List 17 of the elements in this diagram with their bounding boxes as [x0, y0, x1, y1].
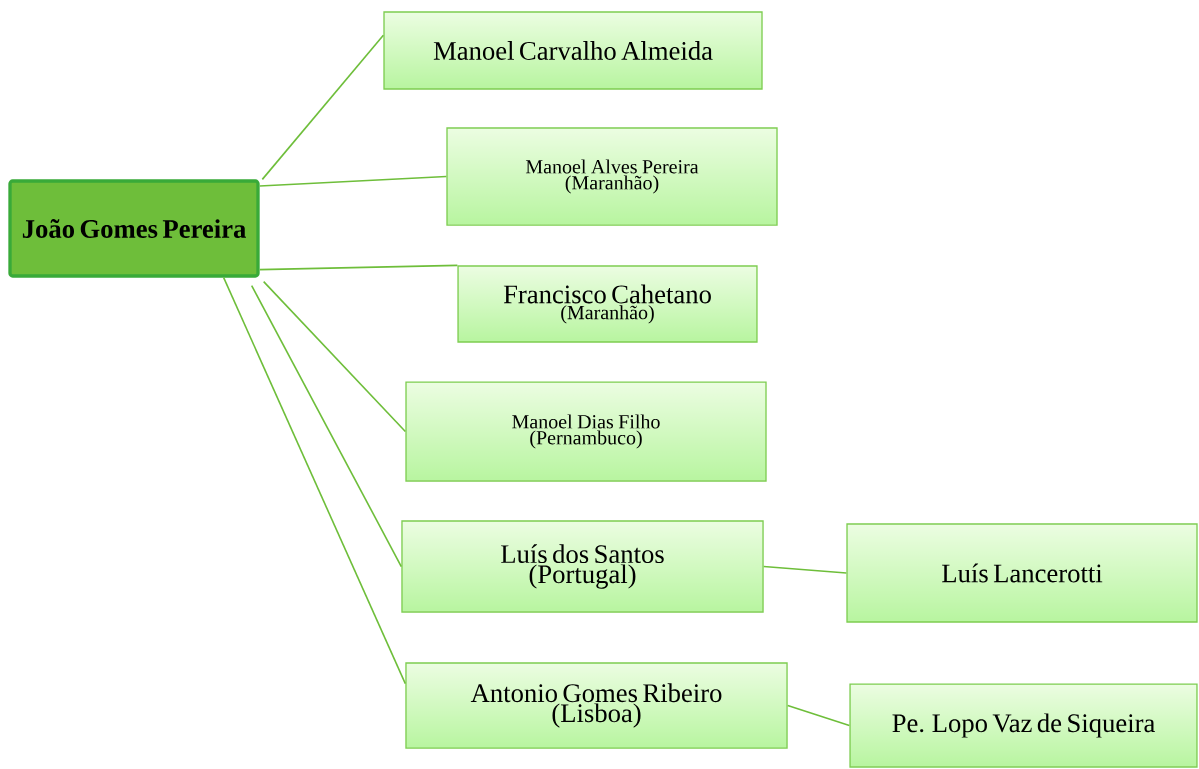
- name-box: Manoel Dias Filho (Pernambuco): [405, 381, 767, 482]
- name-box: Antonio Gomes Ribeiro (Lisboa): [405, 662, 788, 749]
- connector-line: [250, 284, 403, 568]
- connector-line: [262, 280, 407, 433]
- name-box: Francisco Cahetano (Maranhão): [457, 265, 758, 343]
- connector-line: [222, 276, 407, 685]
- connector-line: [258, 175, 448, 187]
- name-box: Manoel Alves Pereira (Maranhão): [446, 127, 778, 226]
- root-box: João Gomes Pereira: [8, 179, 260, 278]
- connector-line: [261, 34, 385, 181]
- connector-line: [786, 704, 851, 727]
- name-box: Manoel Carvalho Almeida: [383, 11, 763, 90]
- name-box: Luís Lancerotti: [846, 523, 1198, 623]
- name-box: Pe. Lopo Vaz de Siqueira: [849, 683, 1198, 768]
- connector-line: [258, 264, 459, 271]
- name-box: Luís dos Santos (Portugal): [401, 520, 764, 613]
- connector-line: [762, 565, 848, 574]
